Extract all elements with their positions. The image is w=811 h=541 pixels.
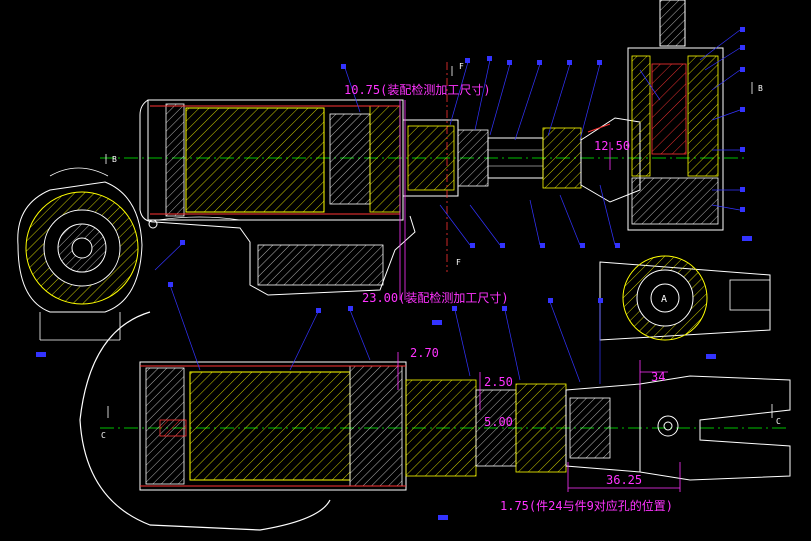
- dimension-1-75: 1.75(件24与件9对应孔的位置): [500, 498, 673, 513]
- dimension-10-75: 10.75(装配检测加工尺寸): [344, 82, 491, 97]
- leader-balloons: [36, 27, 752, 520]
- side-view-section-b: [100, 0, 745, 296]
- bottom-view-section-c: [79, 311, 791, 531]
- dimension-23-00: 23.00(装配检测加工尺寸): [362, 290, 509, 305]
- section-mark-b-left: B: [112, 155, 117, 164]
- dimension-12-50: 12.50: [594, 139, 630, 153]
- section-mark-c-left: C: [101, 431, 106, 440]
- dimension-36-25: 36.25: [606, 473, 642, 487]
- dimension-2-70: 2.70: [410, 346, 439, 360]
- section-mark-b-right: B: [758, 84, 763, 93]
- section-mark-f-bottom: F: [456, 258, 461, 267]
- dimension-lines: [397, 100, 681, 492]
- section-mark-c-right: C: [776, 417, 781, 426]
- dimension-5-00: 5.00: [484, 415, 513, 429]
- dimension-2-50: 2.50: [484, 375, 513, 389]
- leader-lines: [154, 29, 741, 384]
- dimension-34: 34: [651, 370, 665, 384]
- section-arrows: [105, 66, 773, 418]
- end-view-section-f: [17, 167, 143, 341]
- detail-view-a: [599, 255, 771, 341]
- section-mark-f-top: F: [459, 62, 464, 71]
- detail-mark-a: A: [661, 294, 667, 305]
